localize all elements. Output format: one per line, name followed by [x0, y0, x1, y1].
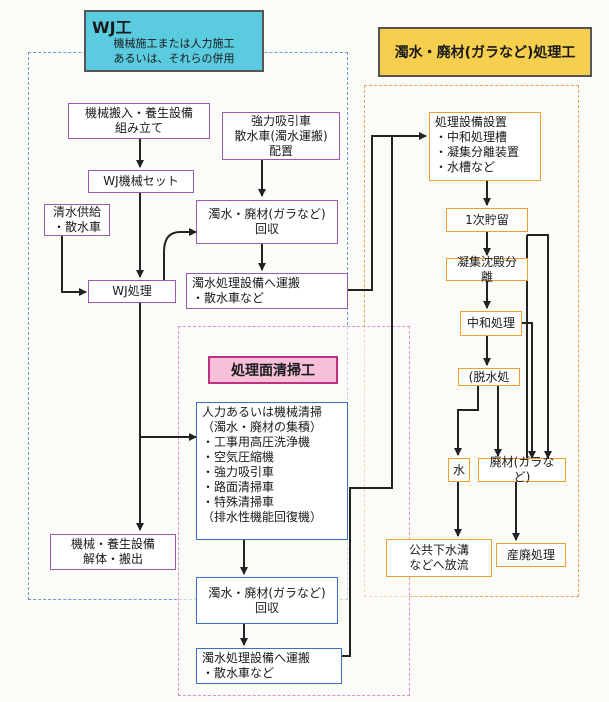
- setup-box: 機械搬入・養生設備 組み立て: [68, 103, 210, 139]
- treatment-title-text: 濁水・廃材(ガラなど)処理工: [394, 45, 576, 61]
- dewater-box: (脱水処: [458, 368, 520, 386]
- coagulation-box: 凝集沈殿分離: [446, 255, 528, 284]
- wj-process-box: WJ処理: [88, 280, 176, 303]
- wj-subtitle: 機械施工または人力施工 あるいは、それらの併用: [113, 37, 235, 65]
- dismantle-box: 機械・養生設備 解体・搬出: [50, 534, 176, 570]
- wj-title: WJ工: [92, 18, 132, 37]
- cleaning-transport-box: 濁水処理設備へ運搬 ・散水車など: [196, 648, 342, 684]
- collect-box: 濁水・廃材(ガラなど) 回収: [196, 200, 338, 244]
- wj-title-box: WJ工 機械施工または人力施工 あるいは、それらの併用: [84, 10, 264, 72]
- water-box: 水: [448, 458, 470, 482]
- industrial-box: 産廃処理: [496, 543, 566, 567]
- discharge-box: 公共下水溝 などへ放流: [386, 539, 492, 577]
- storage-box: 1次貯留: [446, 208, 528, 232]
- cleaning-title: 処理面清掃工: [208, 356, 338, 384]
- waste-box: 廃材(ガラなど): [478, 455, 566, 484]
- machine-set-box: WJ機械セット: [88, 170, 194, 193]
- transport-box: 濁水処理設備へ運搬 ・散水車など: [186, 273, 348, 309]
- neutralize-box: 中和処理: [460, 311, 522, 336]
- cleaning-collect-box: 濁水・廃材(ガラなど) 回収: [196, 577, 338, 624]
- treatment-title: 濁水・廃材(ガラなど)処理工: [378, 27, 592, 77]
- water-supply-box: 清水供給 ・散水車: [44, 204, 110, 236]
- cleaning-method-box: 人力あるいは機械清掃 （濁水・廃材の集積） ・工事用高圧洗浄機 ・空気圧縮機 ・…: [196, 402, 348, 540]
- suction-truck-box: 強力吸引車 散水車(濁水運搬) 配置: [222, 112, 340, 160]
- facility-box: 処理設備設置 ・中和処理槽 ・凝集分離装置 ・水槽など: [429, 112, 541, 181]
- cleaning-title-text: 処理面清掃工: [231, 363, 315, 379]
